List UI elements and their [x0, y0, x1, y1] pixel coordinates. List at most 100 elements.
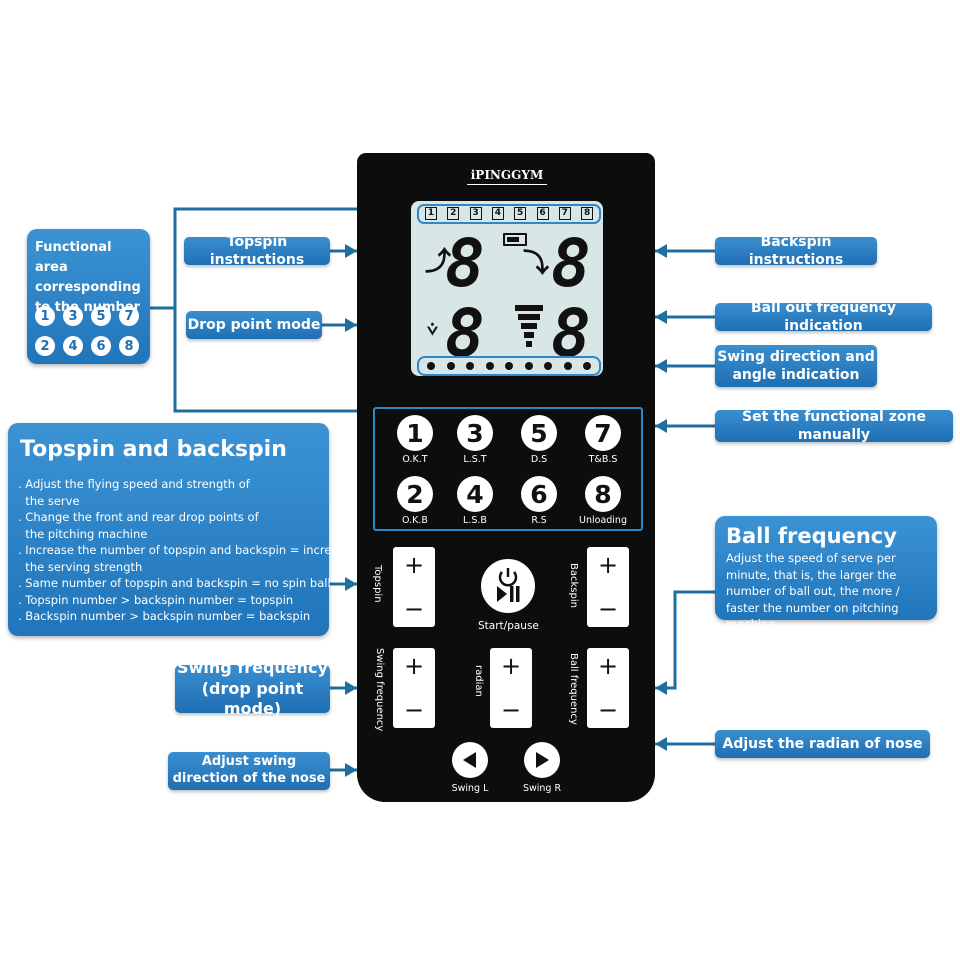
fa-number-1: 1: [35, 306, 55, 326]
fa-number-2: 2: [35, 336, 55, 356]
zone-button-label: R.S: [531, 515, 547, 526]
battery-icon: [503, 233, 527, 246]
lcd-zone-number: 4: [491, 207, 504, 220]
frequency-bars-icon: [515, 305, 545, 355]
backspin-instructions-callout: Backspin instructions: [715, 234, 877, 268]
swing-frequency-callout: Swing frequency (drop point mode): [175, 658, 330, 718]
zone-button-2[interactable]: 2: [397, 476, 433, 512]
swing-indicator-dot: [563, 362, 572, 370]
topspin-backspin-bullet: the serving strength: [18, 559, 143, 574]
set-functional-zone-callout: Set the functional zone manually: [715, 409, 953, 443]
adjust-swing-direction-callout: Adjust swing direction of the nose: [168, 752, 330, 790]
zone-button-label: Unloading: [579, 515, 627, 526]
ball-frequency-title: Ball frequency: [726, 524, 897, 548]
fa-number-3: 3: [63, 306, 83, 326]
radian-rocker[interactable]: + −: [490, 648, 532, 728]
lcd-zone-number: 6: [536, 207, 549, 220]
zone-button-3[interactable]: 3: [457, 415, 493, 451]
zone-button-6[interactable]: 6: [521, 476, 557, 512]
swing-indicator-dot: [505, 362, 513, 370]
swing-right-button[interactable]: [524, 742, 560, 778]
backspin-plus-button[interactable]: +: [597, 551, 619, 579]
swing-indicator-dot: [466, 362, 474, 370]
fa-number-8: 8: [119, 336, 139, 356]
backspin-minus-button[interactable]: −: [597, 595, 619, 623]
lcd-digit-ball-frequency: 8: [551, 295, 591, 372]
topspin-backspin-bullet: the serve: [18, 493, 80, 508]
fa-number-4: 4: [63, 336, 83, 356]
topspin-arrow-icon: ⤴: [425, 247, 452, 277]
swing-frequency-rocker[interactable]: + −: [393, 648, 435, 728]
topspin-backspin-bullet: . Adjust the flying speed and strength o…: [18, 477, 250, 491]
drop-point-mode-callout: Drop point mode: [186, 311, 322, 339]
topspin-label: Topspin: [372, 565, 383, 603]
lcd-digit-backspin: 8: [551, 225, 591, 302]
swing-frequency-plus-button[interactable]: +: [403, 652, 425, 680]
swing-indicator-frame: [417, 356, 601, 376]
topspin-backspin-bullets: . Adjust the flying speed and strength o…: [18, 476, 352, 625]
zone-button-5[interactable]: 5: [521, 415, 557, 451]
lcd-zone-number: 7: [558, 207, 571, 220]
swing-direction-callout: Swing direction and angle indication: [715, 345, 877, 387]
zone-button-label: O.K.B: [402, 515, 428, 526]
swing-indicator-dot: [485, 362, 494, 370]
topspin-backspin-bullet: . Change the front and rear drop points …: [18, 510, 259, 524]
ball-frequency-box: Ball frequency Adjust the speed of serve…: [715, 516, 937, 631]
brand-logo: iPINGGYM: [467, 168, 547, 185]
topspin-minus-button[interactable]: −: [403, 595, 425, 623]
zone-button-1[interactable]: 1: [397, 415, 433, 451]
topspin-backspin-title: Topspin and backspin: [20, 437, 287, 462]
radian-label: radian: [473, 665, 484, 697]
ball-frequency-plus-button[interactable]: +: [597, 652, 619, 680]
ball-frequency-minus-button[interactable]: −: [597, 696, 619, 724]
backspin-arrow-icon: ⤵: [523, 249, 550, 279]
topspin-instructions-callout: Topspin instructions: [184, 234, 330, 268]
topspin-backspin-bullet: . Backspin number > backspin number = ba…: [18, 609, 311, 623]
topspin-backspin-bullet: the pitching machine: [18, 526, 148, 541]
lcd-digit-drop-point: 8: [445, 295, 485, 372]
swing-left-label: Swing L: [451, 783, 489, 794]
lcd-digit-topspin: 8: [445, 225, 485, 302]
swing-indicator-dot: [446, 362, 455, 370]
zone-button-label: L.S.B: [463, 515, 487, 526]
swing-indicator-dot: [544, 362, 552, 370]
ball-frequency-text: Adjust the speed of serve per minute, th…: [726, 551, 900, 631]
topspin-backspin-bullet: . Topspin number > backspin number = top…: [18, 592, 294, 607]
radian-plus-button[interactable]: +: [500, 652, 522, 680]
zone-button-frame: [373, 407, 643, 531]
zone-button-8[interactable]: 8: [585, 476, 621, 512]
zone-button-label: D.S: [530, 454, 548, 465]
adjust-radian-callout: Adjust the radian of nose: [715, 730, 930, 758]
zone-button-4[interactable]: 4: [457, 476, 493, 512]
topspin-backspin-box: Topspin and backspin . Adjust the flying…: [8, 423, 352, 636]
functional-area-title: Functional area corresponding to the num…: [35, 240, 141, 315]
functional-area-box: Functional area corresponding to the num…: [27, 229, 150, 364]
fa-number-5: 5: [91, 306, 111, 326]
topspin-plus-button[interactable]: +: [403, 551, 425, 579]
drop-point-icon: ⩒: [427, 319, 438, 340]
radian-minus-button[interactable]: −: [500, 696, 522, 724]
zone-button-label: T&B.S: [588, 454, 618, 465]
swing-frequency-label: Swing frequency: [374, 648, 385, 732]
topspin-rocker[interactable]: + −: [393, 547, 435, 627]
swing-frequency-minus-button[interactable]: −: [403, 696, 425, 724]
start-pause-button[interactable]: [481, 559, 535, 613]
fa-number-7: 7: [119, 306, 139, 326]
zone-button-label: L.S.T: [463, 454, 487, 465]
zone-button-7[interactable]: 7: [585, 415, 621, 451]
swing-left-button[interactable]: [452, 742, 488, 778]
backspin-label: Backspin: [568, 563, 579, 608]
lcd-zone-number: 1: [425, 207, 437, 220]
lcd-zone-number: 5: [514, 207, 527, 220]
ball-frequency-label: Ball frequency: [568, 653, 579, 725]
lcd-zone-number: 8: [581, 207, 594, 220]
backspin-rocker[interactable]: + −: [587, 547, 629, 627]
swing-indicator-dot: [427, 362, 435, 370]
topspin-backspin-bullet: . Increase the number of topspin and bac…: [18, 543, 352, 557]
lcd-zone-number: 2: [447, 207, 460, 220]
ball-frequency-rocker[interactable]: + −: [587, 648, 629, 728]
swing-indicator-dot: [583, 362, 591, 370]
swing-right-label: Swing R: [522, 783, 562, 794]
